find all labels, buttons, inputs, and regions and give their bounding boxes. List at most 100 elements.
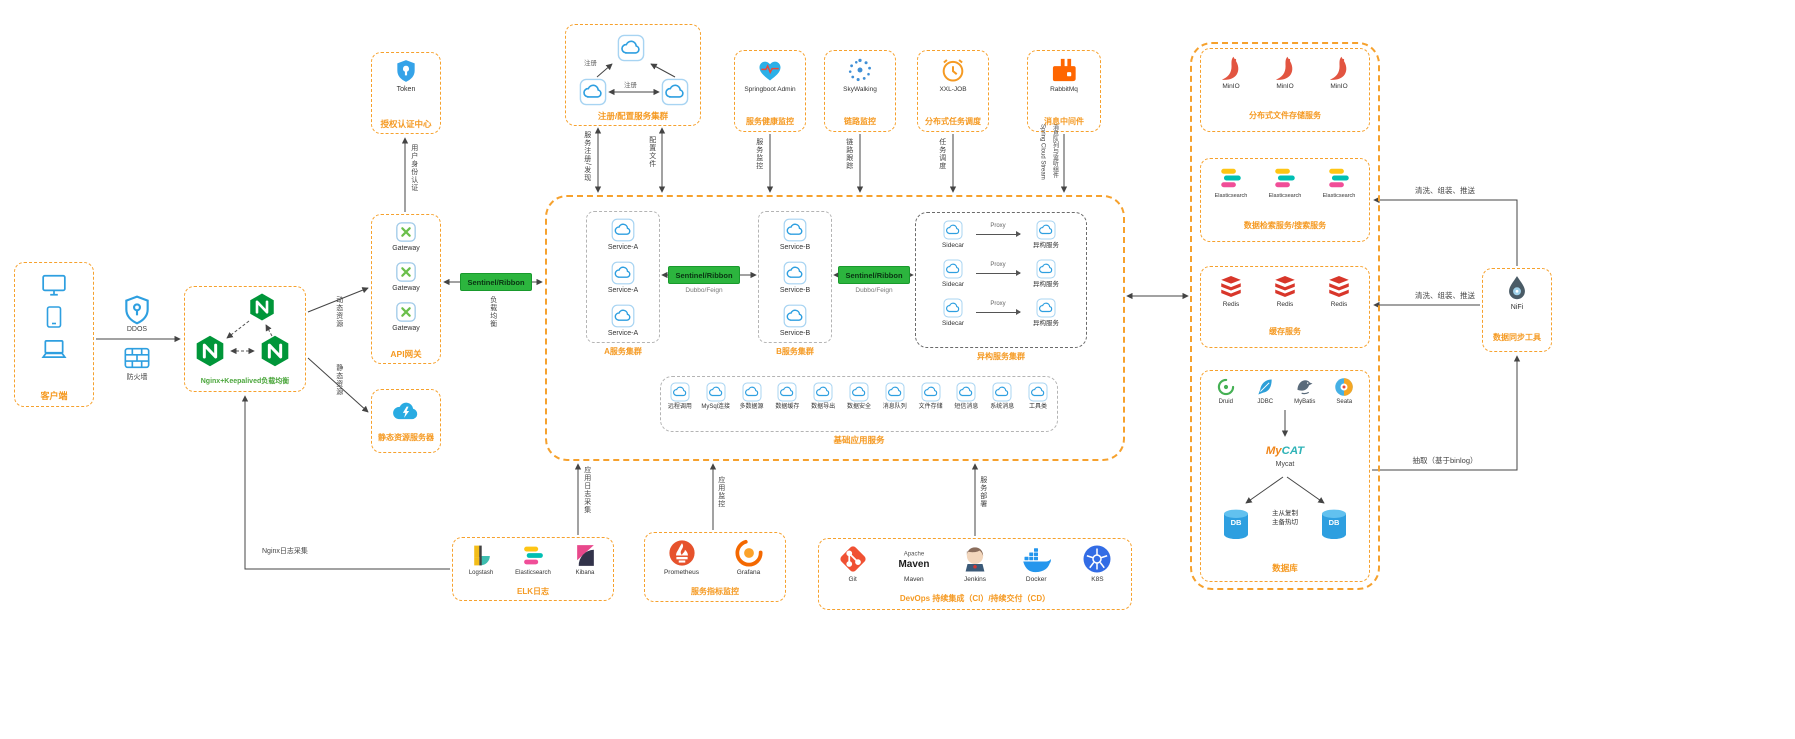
nginx-icon <box>258 334 292 368</box>
minio-icon <box>1218 55 1244 81</box>
edge-label-app-monitor: 应用监控 <box>717 476 725 508</box>
db-driver-label: Druid <box>1218 399 1233 405</box>
elk-box <box>452 537 614 601</box>
db-driver-item: Druid <box>1206 377 1246 407</box>
jdbc-icon <box>1255 377 1275 397</box>
search-item-label: Elasticsearch <box>1268 193 1302 199</box>
rabbitmq-label: 消息中间件 <box>1044 117 1084 126</box>
cloud-icon <box>885 382 905 402</box>
hetero-service-node: 异构服务 <box>1020 259 1072 289</box>
dubbo-feign-label: Dubbo/Feign <box>685 287 723 294</box>
basic-service-label: 数据缓存 <box>775 404 800 410</box>
logstash-icon <box>469 543 494 568</box>
gateway-item: Gateway <box>392 261 420 294</box>
skywalking-label: 链路监控 <box>844 117 876 126</box>
basic-service-label: 系统消息 <box>990 404 1015 410</box>
metrics-item: Grafana <box>715 539 782 577</box>
edge-label-stream: Spring Cloud Stream <box>1039 124 1046 180</box>
basic-service-item: 文件存储 <box>913 382 949 412</box>
redis-item-label: Redis <box>1330 301 1348 308</box>
gateway-item-label: Gateway <box>392 324 420 332</box>
metrics-item-label: Prometheus <box>663 569 700 576</box>
cloud-icon <box>611 218 635 242</box>
cloud-icon <box>849 382 869 402</box>
elk-item: Logstash <box>455 543 507 578</box>
edge-label-extract-binlog: 抽取（基于binlog） <box>1412 456 1478 465</box>
nginx-icon <box>247 292 277 322</box>
service-item: Service-A <box>608 261 638 296</box>
service-item-label: Service-A <box>607 286 639 294</box>
devops-item-label: K8S <box>1091 576 1104 583</box>
xxljob-name: XXL-JOB <box>939 86 967 93</box>
tablet-icon <box>42 305 66 329</box>
db-driver-item: JDBC <box>1246 377 1286 407</box>
gateway-label: API网关 <box>390 349 422 359</box>
elk-item: Elasticsearch <box>507 543 559 578</box>
gateway-item-label: Gateway <box>392 245 420 252</box>
cloud-icon <box>813 382 833 402</box>
redis-icon <box>1326 273 1352 299</box>
cloud-icon <box>943 298 963 318</box>
basic-service-item: 远程调用 <box>662 382 698 412</box>
service-item-label: Service-A <box>607 244 639 251</box>
minio-icon <box>1272 55 1298 81</box>
elk-item-label: Logstash <box>468 570 494 576</box>
db-driver-item: MyBatis <box>1285 377 1325 407</box>
proxy-arrow: Proxy <box>976 298 1021 315</box>
seata-icon <box>1334 377 1354 397</box>
sentinel-ribbon-bh: Sentinel/Ribbon <box>838 266 910 284</box>
minio-item: MinIO <box>1258 55 1312 91</box>
edge-label-service-monitor: 服务监控 <box>755 138 763 170</box>
elk-list: Logstash Elasticsearch Kibana <box>455 543 611 578</box>
alarm-clock-icon <box>939 56 967 84</box>
service-item: Service-B <box>780 304 810 339</box>
metrics-label: 服务指标监控 <box>691 587 739 596</box>
gateway-item: Gateway <box>392 221 420 254</box>
cloud-icon <box>1028 382 1048 402</box>
edge-label-static-resource: 静态资源 <box>335 364 343 396</box>
svg-text:Maven: Maven <box>898 559 929 570</box>
edge-label-nginx-log-collect: Nginx日志采集 <box>262 548 308 555</box>
basic-service-label: MySql连接 <box>701 404 731 410</box>
rabbit-icon <box>1050 56 1078 84</box>
devops-item-label: Jenkins <box>963 576 987 583</box>
cloud-icon <box>956 382 976 402</box>
edge-label-user-auth: 用户身份认证 <box>410 144 418 192</box>
springboot-admin-box <box>734 50 806 132</box>
proxy-arrow: Proxy <box>976 259 1021 276</box>
svg-text:MyCAT: MyCAT <box>1266 445 1305 457</box>
elk-item-label: Elasticsearch <box>515 570 551 576</box>
prometheus-icon <box>668 539 696 567</box>
cloud-icon <box>921 382 941 402</box>
cache-label: 缓存服务 <box>1269 327 1301 336</box>
minio-list: MinIO MinIO MinIO <box>1204 55 1366 91</box>
search-item-label: Elasticsearch <box>1322 193 1356 199</box>
edge-label-app-log-collect: 应用日志采集 <box>583 466 591 514</box>
rabbitmq-name: RabbitMq <box>1050 86 1078 93</box>
cluster-a-list: Service-A Service-A Service-A <box>586 218 660 338</box>
registry-register-label: 注册 <box>584 60 597 67</box>
elk-label: ELK日志 <box>517 587 549 596</box>
cloud-icon <box>783 218 807 242</box>
edge-label-service-deploy: 服务部署 <box>979 476 987 508</box>
service-item: Service-B <box>780 261 810 296</box>
proxy-arrow: Proxy <box>976 220 1021 237</box>
auth-label: 授权认证中心 <box>380 119 432 129</box>
registry-cloud-icon <box>617 34 645 62</box>
skywalking-box <box>824 50 896 132</box>
sidecar-node: Sidecar <box>930 220 976 250</box>
devops-item: Jenkins <box>944 544 1005 584</box>
storage-outer-box <box>1190 42 1380 590</box>
basic-service-item: 数据导出 <box>805 382 841 412</box>
client-label: 客户端 <box>40 391 68 401</box>
druid-icon <box>1216 377 1236 397</box>
basic-service-item: 多数据源 <box>734 382 770 412</box>
client-devices <box>14 272 94 362</box>
nginx-box <box>184 286 306 392</box>
hetero-row: Sidecar Proxy 异构服务 <box>915 220 1087 250</box>
basic-service-label: 多数据源 <box>739 404 764 410</box>
sentinel-ribbon-gateway: Sentinel/Ribbon <box>460 273 532 291</box>
mybatis-icon <box>1295 377 1315 397</box>
redis-item: Redis <box>1312 273 1366 309</box>
